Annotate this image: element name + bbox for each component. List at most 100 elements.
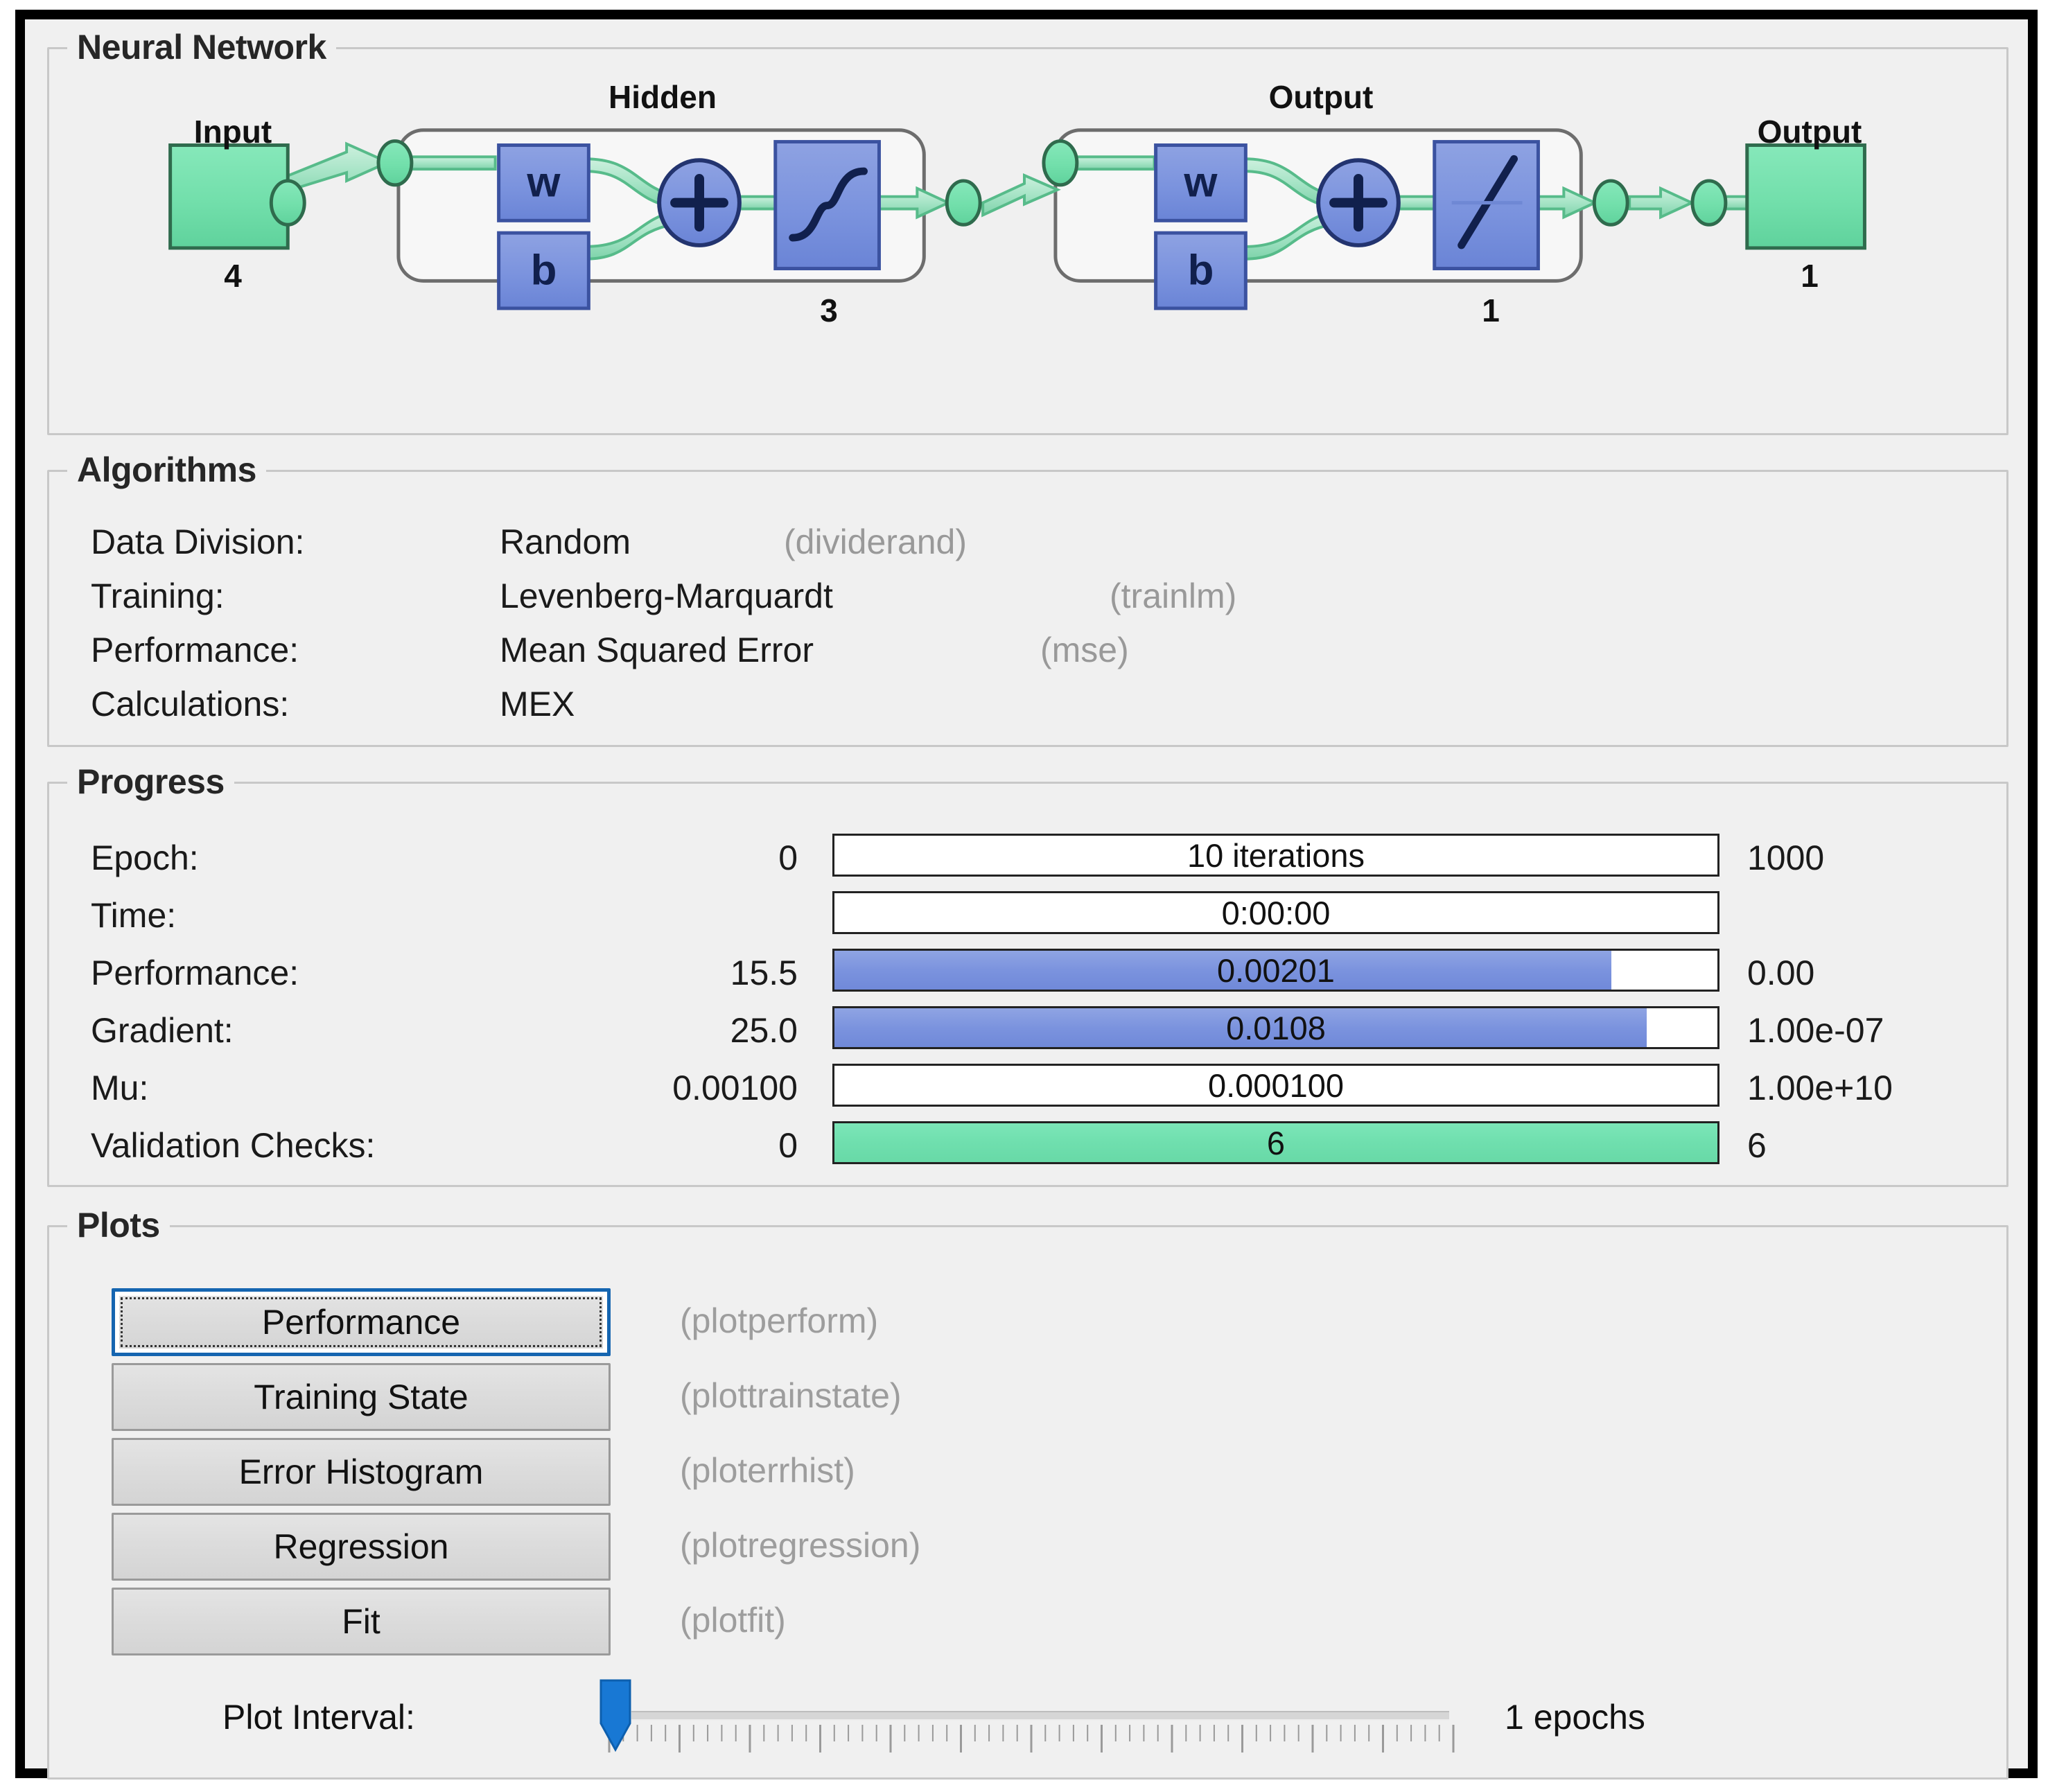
hidden-sum-node	[657, 158, 742, 247]
plot-row: Fit (plotfit)	[49, 1588, 2006, 1662]
progress-legend: Progress	[67, 762, 234, 802]
progress-min-value: 15.5	[730, 954, 798, 992]
svg-text:w: w	[526, 159, 561, 207]
plot-row: Regression (plotregression)	[49, 1513, 2006, 1588]
plot-button-label: Fit	[342, 1602, 380, 1641]
svg-text:b: b	[531, 247, 557, 295]
output-transfer-linear	[1433, 140, 1540, 271]
plot-row: Training State (plottrainstate)	[49, 1363, 2006, 1438]
plot-function-name: (plotregression)	[680, 1526, 921, 1565]
progress-bar-fill	[834, 951, 1612, 990]
progress-bar-fill	[834, 1123, 1717, 1162]
progress-bar: 0.000100	[832, 1064, 1719, 1107]
plot-button-regression[interactable]: Regression	[112, 1513, 611, 1581]
progress-row: Validation Checks: 0 6 6	[49, 1121, 2006, 1172]
plot-button-error-histogram[interactable]: Error Histogram	[112, 1438, 611, 1506]
plot-interval-thumb[interactable]	[597, 1678, 634, 1753]
output-layer-size-label: 1	[1482, 292, 1500, 328]
algorithm-label: Data Division:	[91, 522, 305, 561]
hidden-weight-block: w	[497, 143, 590, 222]
plot-function-name: (plottrainstate)	[680, 1376, 902, 1415]
plot-button-label: Regression	[273, 1527, 449, 1566]
plot-button-label: Error Histogram	[238, 1452, 484, 1491]
algorithm-label: Performance:	[91, 631, 299, 669]
plot-function-name: (plotperform)	[680, 1301, 879, 1340]
progress-bar: 0.0108	[832, 1006, 1719, 1049]
progress-bar-text: 0.000100	[1207, 1066, 1345, 1104]
output-bias-block: b	[1154, 231, 1248, 310]
progress-row: Epoch: 0 10 iterations 1000	[49, 834, 2006, 885]
progress-bar-text: 0.0108	[1226, 1009, 1326, 1046]
algorithms-legend: Algorithms	[67, 450, 266, 490]
svg-text:w: w	[1183, 159, 1218, 207]
output-block	[1745, 143, 1866, 250]
progress-label: Gradient:	[91, 1011, 234, 1050]
neural-network-group: Neural Network	[47, 27, 2008, 435]
algorithm-function-name: (trainlm)	[1110, 577, 1237, 615]
progress-bar: 10 iterations	[832, 834, 1719, 877]
progress-label: Epoch:	[91, 838, 199, 877]
plot-interval-row: Plot Interval: 1 epochs	[49, 1671, 2006, 1768]
plot-interval-ticks	[608, 1725, 1455, 1753]
progress-label: Mu:	[91, 1069, 149, 1107]
plot-button-training-state[interactable]: Training State	[112, 1363, 611, 1431]
progress-row: Performance: 15.5 0.00201 0.00	[49, 949, 2006, 1000]
algorithm-value: Mean Squared Error	[500, 631, 814, 669]
progress-min-value: 0.00100	[672, 1069, 798, 1107]
plot-row: Error Histogram (ploterrhist)	[49, 1438, 2006, 1513]
progress-bar-text: 0.00201	[1217, 951, 1335, 989]
plot-interval-value: 1 epochs	[1505, 1698, 1645, 1737]
connection-node-to-hidden-w	[403, 155, 497, 171]
progress-max-value: 1000	[1747, 838, 1825, 877]
link-nodes	[269, 139, 1728, 227]
progress-bar: 6	[832, 1121, 1719, 1164]
progress-label: Validation Checks:	[91, 1126, 376, 1165]
hidden-size-label: 3	[820, 292, 838, 328]
progress-bar-text: 10 iterations	[1187, 836, 1365, 874]
algorithms-group: Algorithms Data Division: Random (dividera…	[47, 450, 2008, 747]
algorithm-value: Random	[500, 522, 631, 561]
progress-bar-text: 0:00:00	[1221, 894, 1331, 931]
hidden-transfer-sigmoid	[773, 140, 881, 271]
input-size-label: 4	[224, 258, 242, 294]
plot-button-performance[interactable]: Performance	[112, 1288, 611, 1356]
plots-legend: Plots	[67, 1205, 170, 1245]
progress-label: Time:	[91, 896, 177, 935]
progress-bar-fill	[834, 1008, 1647, 1047]
progress-row: Mu: 0.00100 0.000100 1.00e+10	[49, 1064, 2006, 1115]
network-diagram: w b w	[168, 128, 1866, 310]
progress-max-value: 0.00	[1747, 954, 1815, 992]
neural-network-legend: Neural Network	[67, 27, 336, 67]
output-label: Output	[1757, 114, 1862, 150]
hidden-label: Hidden	[609, 79, 717, 115]
progress-min-value: 0	[778, 1126, 798, 1165]
plot-interval-label: Plot Interval:	[222, 1698, 415, 1737]
plot-button-label: Performance	[261, 1303, 461, 1342]
plot-function-name: (ploterrhist)	[680, 1451, 855, 1490]
window-body: Neural Network	[25, 19, 2028, 1780]
progress-min-value: 0	[778, 838, 798, 877]
progress-min-value: 25.0	[730, 1011, 798, 1050]
output-size-label: 1	[1801, 258, 1819, 294]
progress-max-value: 1.00e+10	[1747, 1069, 1893, 1107]
connection-hidden-to-node	[874, 186, 952, 220]
plot-row: Performance (plotperform)	[49, 1288, 2006, 1363]
plots-group: Plots Performance (plotperform) Training S…	[47, 1205, 2008, 1780]
progress-label: Performance:	[91, 954, 299, 992]
output-sum-node	[1316, 158, 1401, 247]
progress-max-value: 1.00e-07	[1747, 1011, 1884, 1050]
progress-bar: 0.00201	[832, 949, 1719, 992]
connection-hidden-node-to-output	[981, 173, 1061, 218]
plot-interval-track[interactable]	[631, 1711, 1449, 1721]
plot-button-fit[interactable]: Fit	[112, 1588, 611, 1655]
plot-function-name: (plotfit)	[680, 1601, 786, 1640]
algorithm-value: Levenberg-Marquardt	[500, 577, 833, 615]
progress-bar: 0:00:00	[832, 891, 1719, 934]
svg-text:b: b	[1188, 247, 1214, 295]
algorithm-function-name: (dividerand)	[784, 522, 968, 561]
progress-bar-text: 6	[1266, 1124, 1286, 1161]
progress-row: Gradient: 25.0 0.0108 1.00e-07	[49, 1006, 2006, 1057]
progress-max-value: 6	[1747, 1126, 1767, 1165]
algorithm-label: Calculations:	[91, 685, 290, 723]
